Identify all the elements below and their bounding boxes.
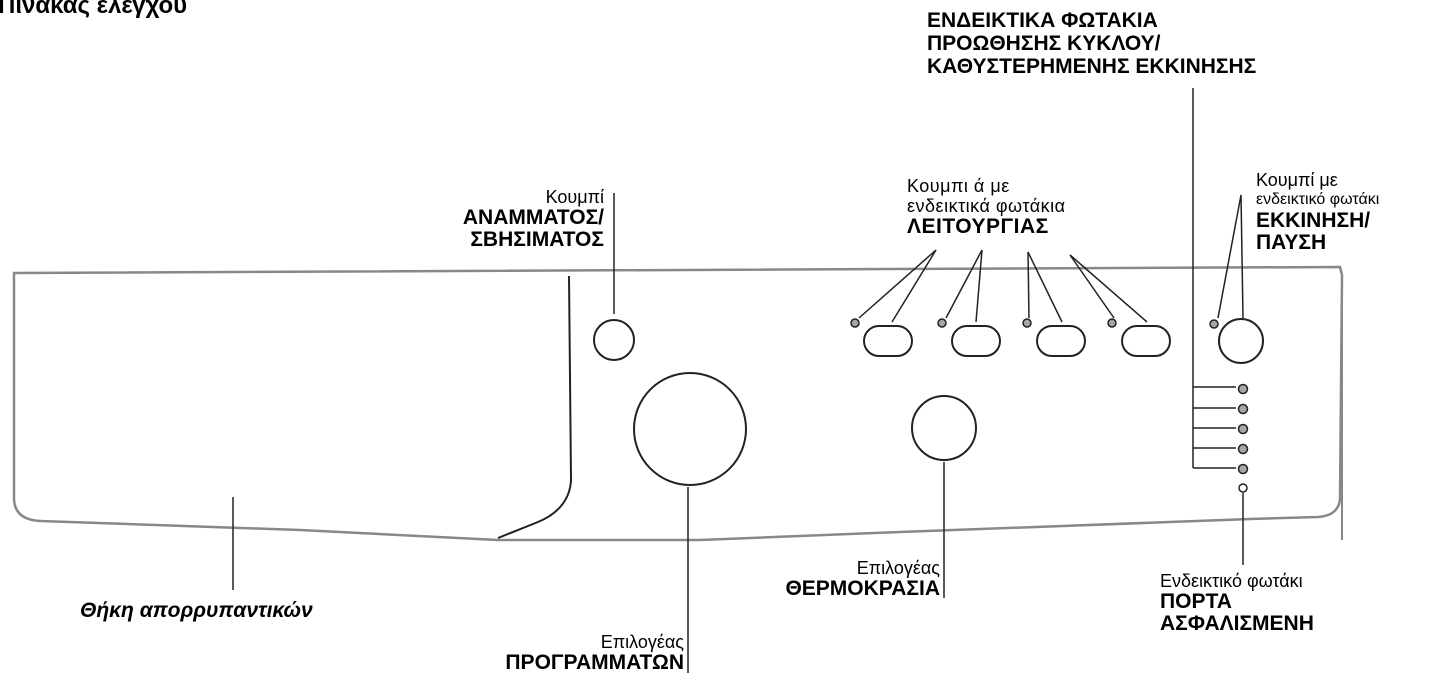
function-label-small2: ενδεικτικά φωτάκια: [907, 196, 1066, 216]
start-label-bold1: ΕΚΚΙΝΗΣΗ/: [1256, 209, 1371, 232]
programs-label-small: Επιλογέας: [600, 632, 684, 652]
onoff-label-line1: ΑΝΑΜΜΑΤΟΣ/: [462, 206, 604, 229]
progress-leds-bracket: [1192, 88, 1236, 469]
page-title: Πίνακας ελέγχου: [0, 0, 188, 19]
onoff-button: [593, 319, 635, 361]
start-label-bold2: ΠΑΥΣΗ: [1256, 231, 1327, 254]
door-locked-led: [1238, 483, 1248, 493]
onoff-label: Κουμπί ΑΝΑΜΜΑΤΟΣ/ ΣΒΗΣΙΜΑΤΟΣ: [380, 187, 604, 251]
progress-leds: [1237, 383, 1249, 475]
progress-label-line3: ΚΑΘΥΣΤΕΡΗΜΕΝΗΣ ΕΚΚΙΝΗΣΗΣ: [927, 55, 1257, 78]
function-label: Κουμπι ά με ενδεικτικά φωτάκια ΛΕΙΤΟΥΡΓΙ…: [907, 176, 1066, 238]
door-label-bold2: ΑΣΦΑΛΙΣΜΕΝΗ: [1160, 612, 1314, 635]
temperature-label-small: Επιλογέας: [856, 558, 940, 578]
progress-label-line1: ΕΝΔΕΙΚΤΙΚΑ ΦΩΤΑΚΙΑ: [927, 9, 1158, 32]
door-label-small: Ενδεικτικό φωτάκι: [1160, 571, 1303, 591]
door-locked-label: Ενδεικτικό φωτάκι ΠΟΡΤΑ ΑΣΦΑΛΙΣΜΕΝΗ: [1160, 571, 1314, 635]
drawer-divider: [497, 275, 573, 539]
start-pause-label: Κουμπί με ενδεικτικό φωτάκι ΕΚΚΙΝΗΣΗ/ ΠΑ…: [1256, 170, 1379, 254]
function-label-bold: ΛΕΙΤΟΥΡΓΙΑΣ: [907, 215, 1049, 238]
detergent-drawer-label: Θήκη απορρυπαντικών: [80, 599, 313, 622]
program-selector-knob: [633, 372, 747, 486]
function-label-small1: Κουμπι ά με: [907, 176, 1010, 196]
panel-outline: [12, 265, 1344, 542]
progress-leds-label: ΕΝΔΕΙΚΤΙΚΑ ΦΩΤΑΚΙΑ ΠΡΟΩΘΗΣΗΣ ΚΥΚΛΟΥ/ ΚΑΘ…: [927, 9, 1256, 78]
start-label-small2: ενδεικτικό φωτάκι: [1256, 191, 1380, 208]
onoff-label-line2: ΣΒΗΣΙΜΑΤΟΣ: [470, 228, 604, 251]
temperature-selector-knob: [911, 395, 977, 461]
door-label-bold1: ΠΟΡΤΑ: [1160, 590, 1232, 613]
start-pause-led: [1209, 319, 1219, 329]
function-leader-lines: [858, 249, 1148, 323]
function-buttons: [850, 318, 1171, 357]
programs-label-bold: ΠΡΟΓΡΑΜΜΑΤΩΝ: [505, 651, 684, 674]
progress-label-line2: ΠΡΟΩΘΗΣΗΣ ΚΥΚΛΟΥ/: [927, 32, 1161, 55]
start-label-small1: Κουμπί με: [1256, 170, 1338, 190]
start-pause-button: [1218, 318, 1264, 364]
programs-label: Επιλογέας ΠΡΟΓΡΑΜΜΑΤΩΝ: [400, 632, 684, 674]
temperature-label: Επιλογέας ΘΕΡΜΟΚΡΑΣΙΑ: [700, 558, 940, 600]
onoff-label-small: Κουμπί: [545, 187, 604, 207]
temperature-label-bold: ΘΕΡΜΟΚΡΑΣΙΑ: [785, 577, 940, 600]
